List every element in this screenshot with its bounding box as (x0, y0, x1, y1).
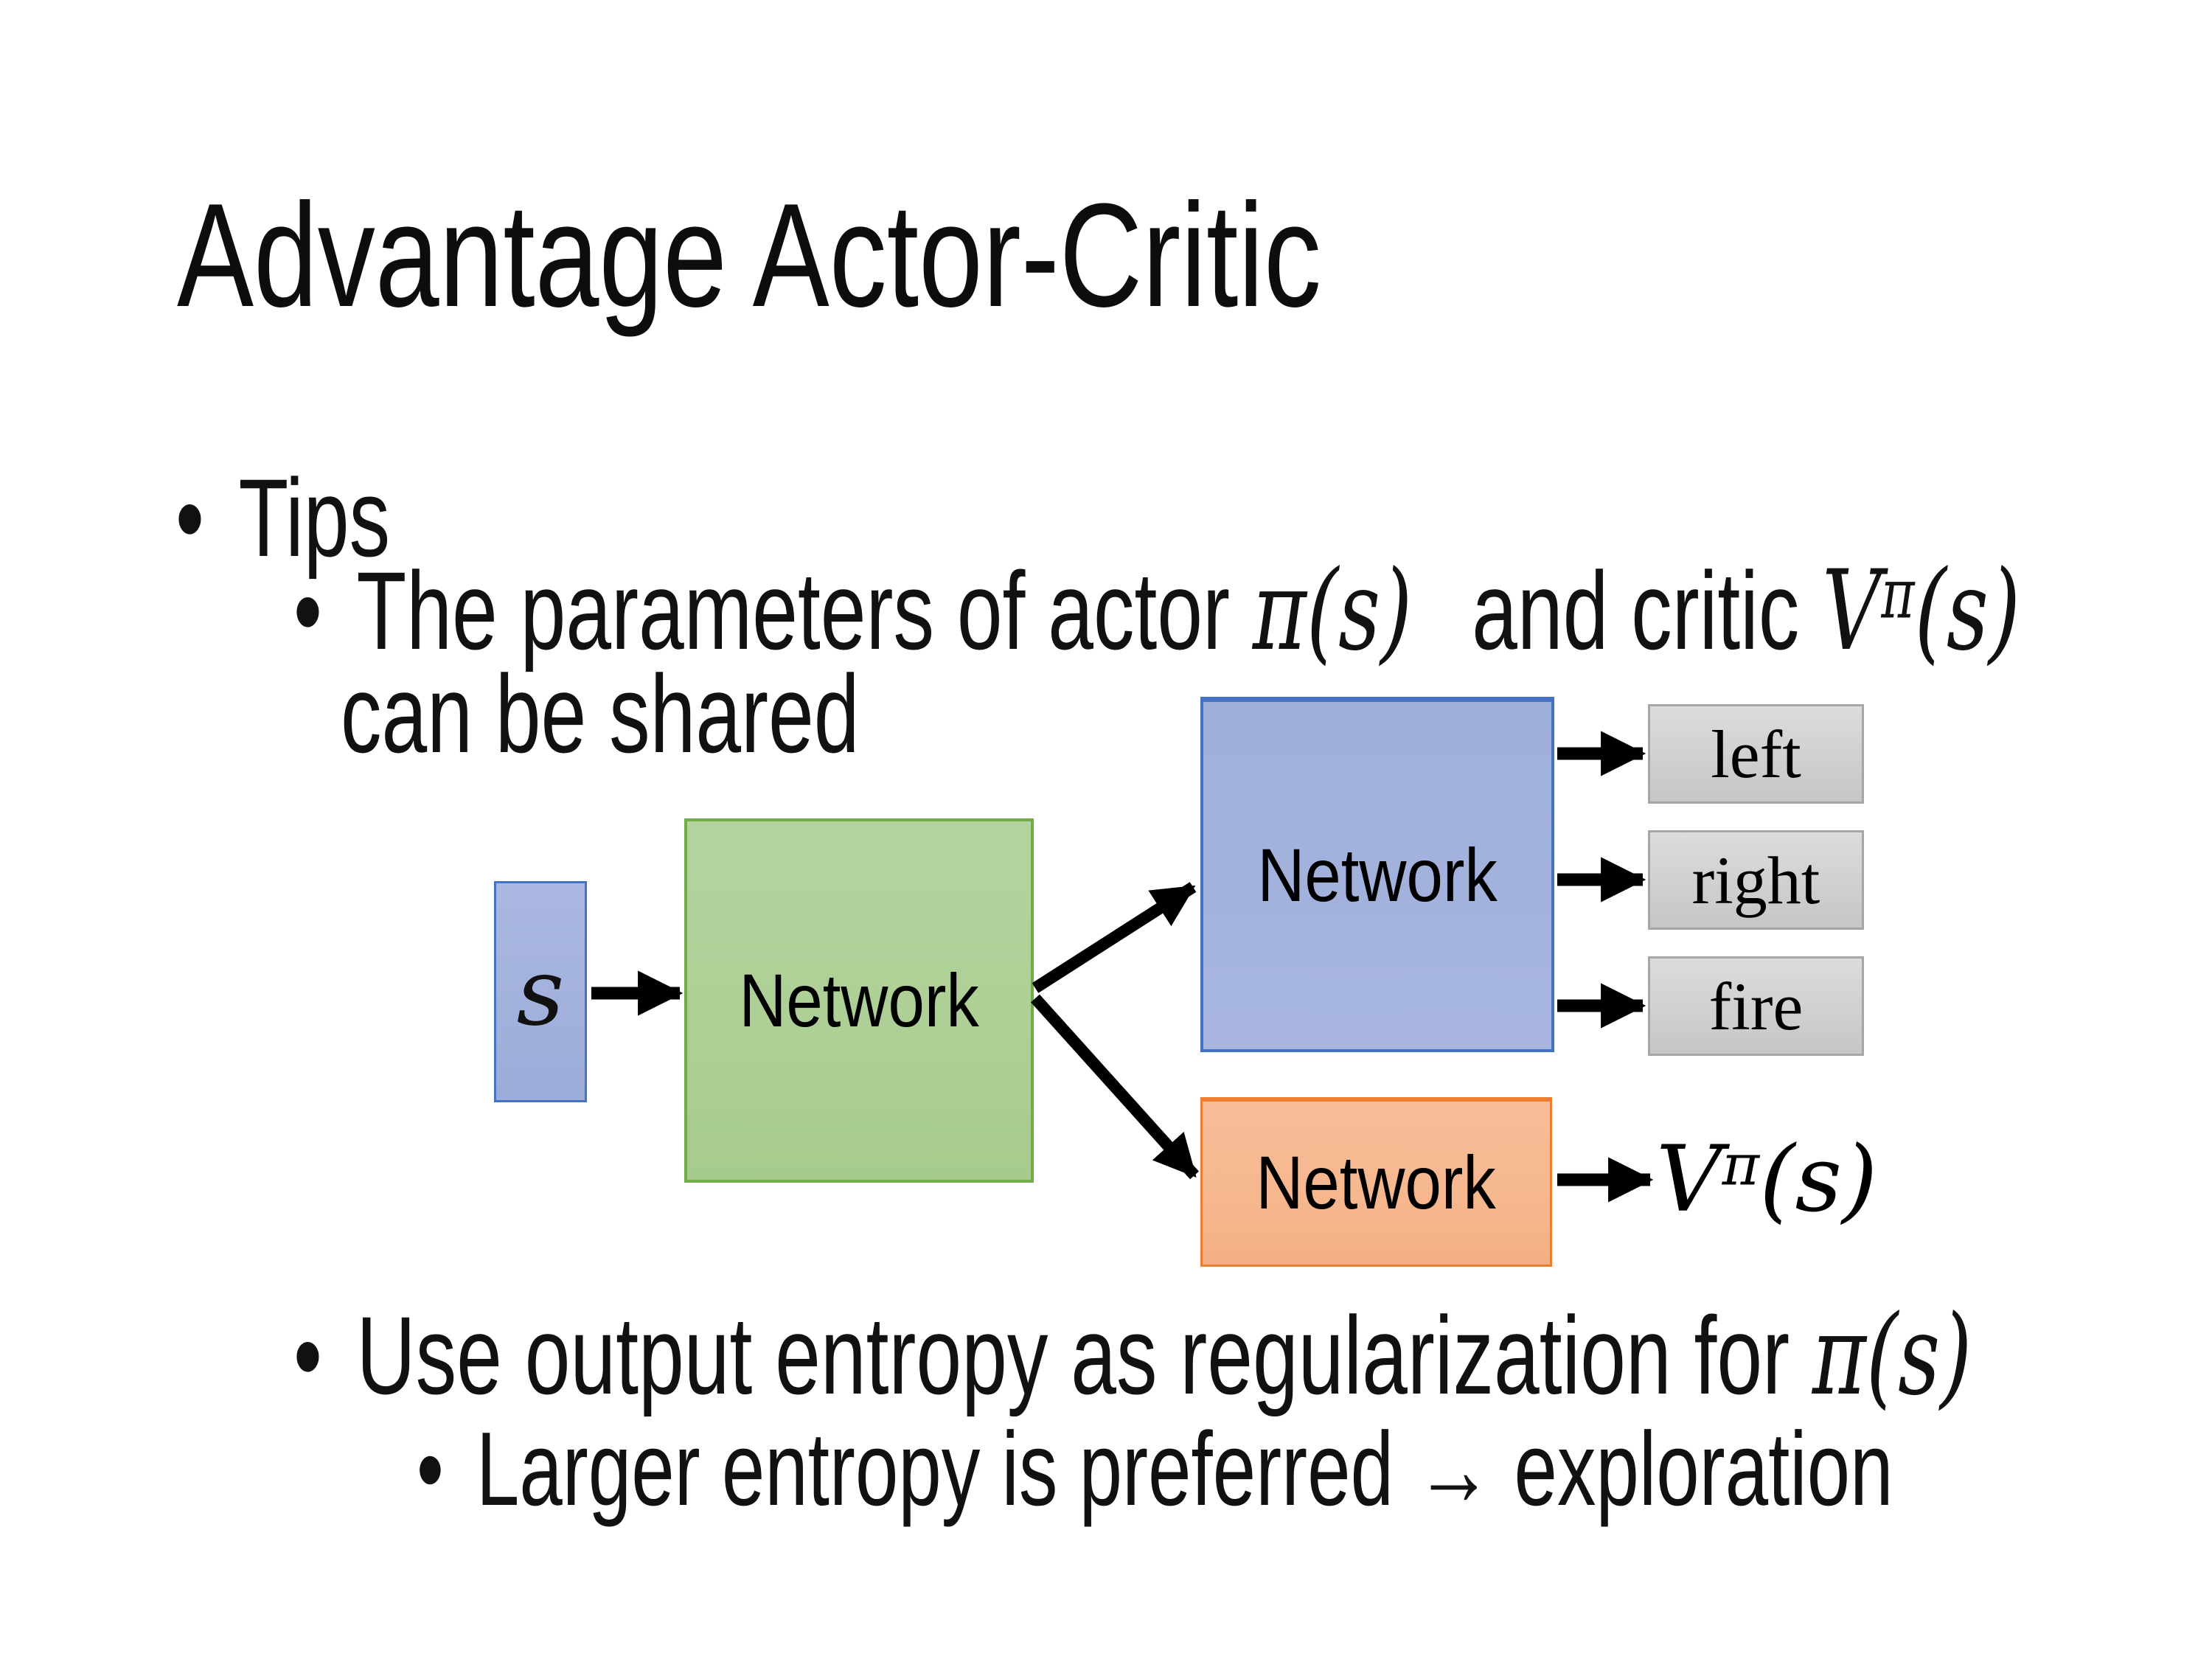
shared-params-text: The parameters of actor (356, 549, 1253, 672)
bullet-entropy-regularization: • Use output entropy as regularization fo… (293, 1289, 1972, 1422)
bullet-tips: • Tips (175, 451, 390, 584)
action-box-right: right (1648, 830, 1864, 930)
arrow-shared-to-critic (1031, 994, 1199, 1180)
arrow-shared-to-actor (1032, 882, 1197, 993)
bullet-shared-params-line2: can be shared (341, 652, 860, 776)
critic-network-box: Network (1200, 1097, 1552, 1267)
value-args: (s) (1914, 547, 2021, 675)
bullet-dot: • (175, 456, 204, 580)
critic-network-label: Network (1256, 1141, 1497, 1225)
action-box-fire: fire (1648, 956, 1864, 1056)
value-args: (s) (1759, 1127, 1878, 1233)
shared-network-label: Network (739, 958, 979, 1043)
bullet-dot: • (417, 1411, 444, 1528)
value-superscript: π (1881, 554, 1915, 634)
policy-math: π(s) (1812, 1292, 1972, 1420)
state-input-box: s (494, 881, 587, 1102)
action-label-fire: fire (1708, 968, 1804, 1044)
actor-network-box: Network (1200, 697, 1554, 1052)
value-symbol: V (1822, 547, 1882, 675)
value-symbol: V (1656, 1127, 1722, 1233)
tips-label: Tips (238, 456, 391, 580)
exploration-text: Larger entropy is preferred → exploratio… (476, 1411, 1893, 1528)
actor-policy-math: π(s) (1252, 547, 1413, 675)
page-title: Advantage Actor-Critic (177, 173, 1322, 338)
critic-value-math: Vπ(s) (1822, 547, 2020, 675)
bullet-shared-params: • The parameters of actor π(s) and critic… (293, 544, 2020, 678)
entropy-regularization-text: Use output entropy as regularization for (356, 1293, 1812, 1417)
critic-value-output: Vπ(s) (1656, 1127, 1877, 1233)
shared-network-box: Network (684, 818, 1034, 1183)
bullet-dot: • (293, 1293, 322, 1417)
value-superscript: π (1722, 1133, 1760, 1199)
action-label-right: right (1691, 842, 1820, 918)
action-box-left: left (1648, 704, 1864, 804)
state-label: s (516, 937, 565, 1046)
bullet-exploration: • Larger entropy is preferred → explorati… (417, 1407, 1893, 1532)
actor-network-label: Network (1257, 833, 1498, 917)
bullet-dot: • (293, 549, 322, 672)
and-critic-text: and critic (1449, 549, 1823, 672)
action-label-left: left (1711, 716, 1801, 792)
